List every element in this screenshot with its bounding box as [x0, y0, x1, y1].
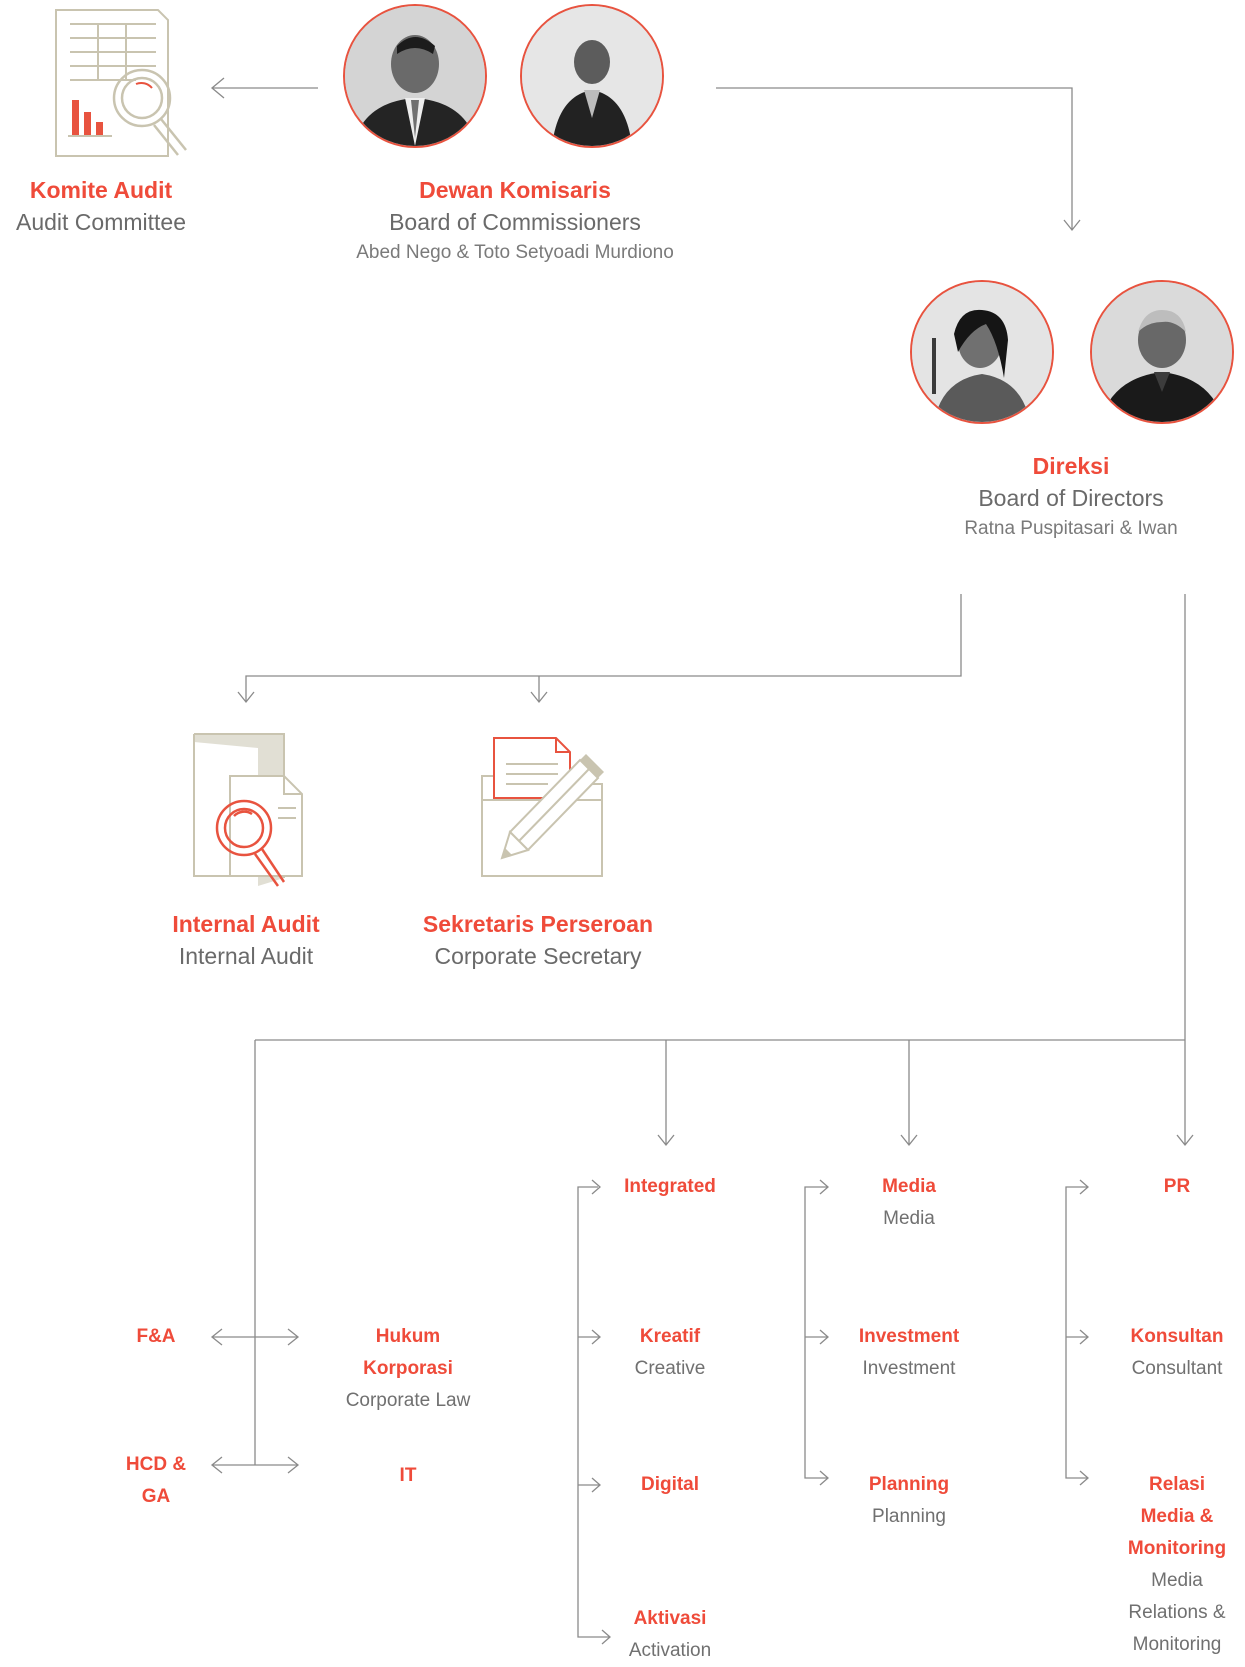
corporate-secretary-title-id: Sekretaris Perseroan [422, 911, 654, 937]
unit-konsultan: Konsultan Consultant [1110, 1321, 1244, 1385]
unit-media-title-id: Media [882, 1176, 936, 1197]
unit-aktivasi-title-id: Aktivasi [633, 1608, 707, 1629]
audit-committee-title-id: Komite Audit [29, 177, 173, 203]
unit-relasi-title-line3: Monitoring [1127, 1538, 1227, 1559]
unit-digital: Digital [600, 1469, 740, 1501]
unit-hukum-title-line1: Hukum [375, 1326, 441, 1347]
connector-to-staff [245, 594, 962, 702]
directors-title-id: Direksi [1032, 453, 1110, 479]
internal-audit-label: Internal Audit Internal Audit [120, 908, 372, 972]
unit-integrated-title: Integrated [624, 1176, 716, 1197]
unit-hcd-ga-title-line2: GA [141, 1486, 171, 1507]
audit-committee-label: Komite Audit Audit Committee [0, 174, 202, 238]
unit-planning-title-en: Planning [872, 1506, 946, 1527]
unit-it-title: IT [399, 1465, 417, 1486]
unit-investment-title-id: Investment [858, 1326, 960, 1347]
unit-digital-title: Digital [640, 1474, 700, 1495]
audit-committee-title-en: Audit Committee [15, 209, 186, 235]
unit-relasi-title-en-line1: Media [1151, 1570, 1203, 1591]
arrowhead-left [210, 77, 225, 99]
corporate-secretary-title-en: Corporate Secretary [434, 943, 642, 969]
directors-title-en: Board of Directors [978, 485, 1164, 511]
commissioners-title-id: Dewan Komisaris [419, 177, 611, 203]
unit-planning: Planning Planning [836, 1469, 982, 1533]
corporate-secretary-label: Sekretaris Perseroan Corporate Secretary [392, 908, 684, 972]
unit-relasi-media-monitoring: Relasi Media & Monitoring Media Relation… [1110, 1469, 1244, 1661]
unit-hukum-title-en: Corporate Law [345, 1390, 471, 1411]
unit-fa: F&A [96, 1321, 216, 1353]
director-photo-1 [910, 280, 1054, 424]
unit-fa-title: F&A [136, 1326, 176, 1347]
unit-hukum-title-line2: Korporasi [363, 1358, 453, 1379]
commissioners-title-en: Board of Commissioners [389, 209, 641, 235]
directors-names: Ratna Puspitasari & Iwan [964, 518, 1178, 539]
unit-media: Media Media [836, 1171, 982, 1235]
internal-audit-title-en: Internal Audit [178, 943, 314, 969]
directors-label: Direksi Board of Directors Ratna Puspita… [900, 450, 1242, 544]
unit-relasi-title-en-line3: Monitoring [1132, 1634, 1222, 1655]
unit-hcd-ga: HCD & GA [96, 1449, 216, 1513]
arrowhead-down [1063, 219, 1081, 232]
unit-hukum-korporasi: Hukum Korporasi Corporate Law [318, 1321, 498, 1417]
unit-pr: PR [1110, 1171, 1244, 1203]
unit-hcd-ga-title-line1: HCD & [125, 1454, 187, 1475]
unit-investment-title-en: Investment [862, 1358, 956, 1379]
unit-kreatif: Kreatif Creative [600, 1321, 740, 1385]
unit-relasi-title-line1: Relasi [1149, 1474, 1205, 1495]
unit-konsultan-title-id: Konsultan [1130, 1326, 1224, 1347]
commissioners-label: Dewan Komisaris Board of Commissioners A… [300, 174, 730, 268]
spreadsheet-magnifier-icon [40, 4, 190, 164]
director-photo-2 [1090, 280, 1234, 424]
unit-kreatif-title-en: Creative [634, 1358, 706, 1379]
unit-kreatif-title-id: Kreatif [639, 1326, 701, 1347]
unit-planning-title-id: Planning [868, 1474, 950, 1495]
folder-pencil-icon [472, 728, 612, 880]
unit-investment: Investment Investment [836, 1321, 982, 1385]
unit-aktivasi-title-en: Activation [628, 1640, 712, 1661]
commissioners-names: Abed Nego & Toto Setyoadi Murdiono [356, 242, 674, 263]
internal-audit-title-id: Internal Audit [172, 911, 320, 937]
connector-to-directors [716, 87, 1073, 230]
unit-relasi-title-en-line2: Relations & [1128, 1602, 1226, 1623]
unit-konsultan-title-en: Consultant [1131, 1358, 1223, 1379]
commissioner-photo-2 [520, 4, 664, 148]
commissioner-photo-1 [343, 4, 487, 148]
unit-it: IT [348, 1460, 468, 1492]
unit-media-title-en: Media [883, 1208, 935, 1229]
document-magnifier-icon [188, 728, 318, 890]
unit-aktivasi: Aktivasi Activation [600, 1603, 740, 1667]
unit-pr-title: PR [1163, 1176, 1191, 1197]
unit-relasi-title-line2: Media & [1140, 1506, 1214, 1527]
unit-integrated: Integrated [600, 1171, 740, 1203]
